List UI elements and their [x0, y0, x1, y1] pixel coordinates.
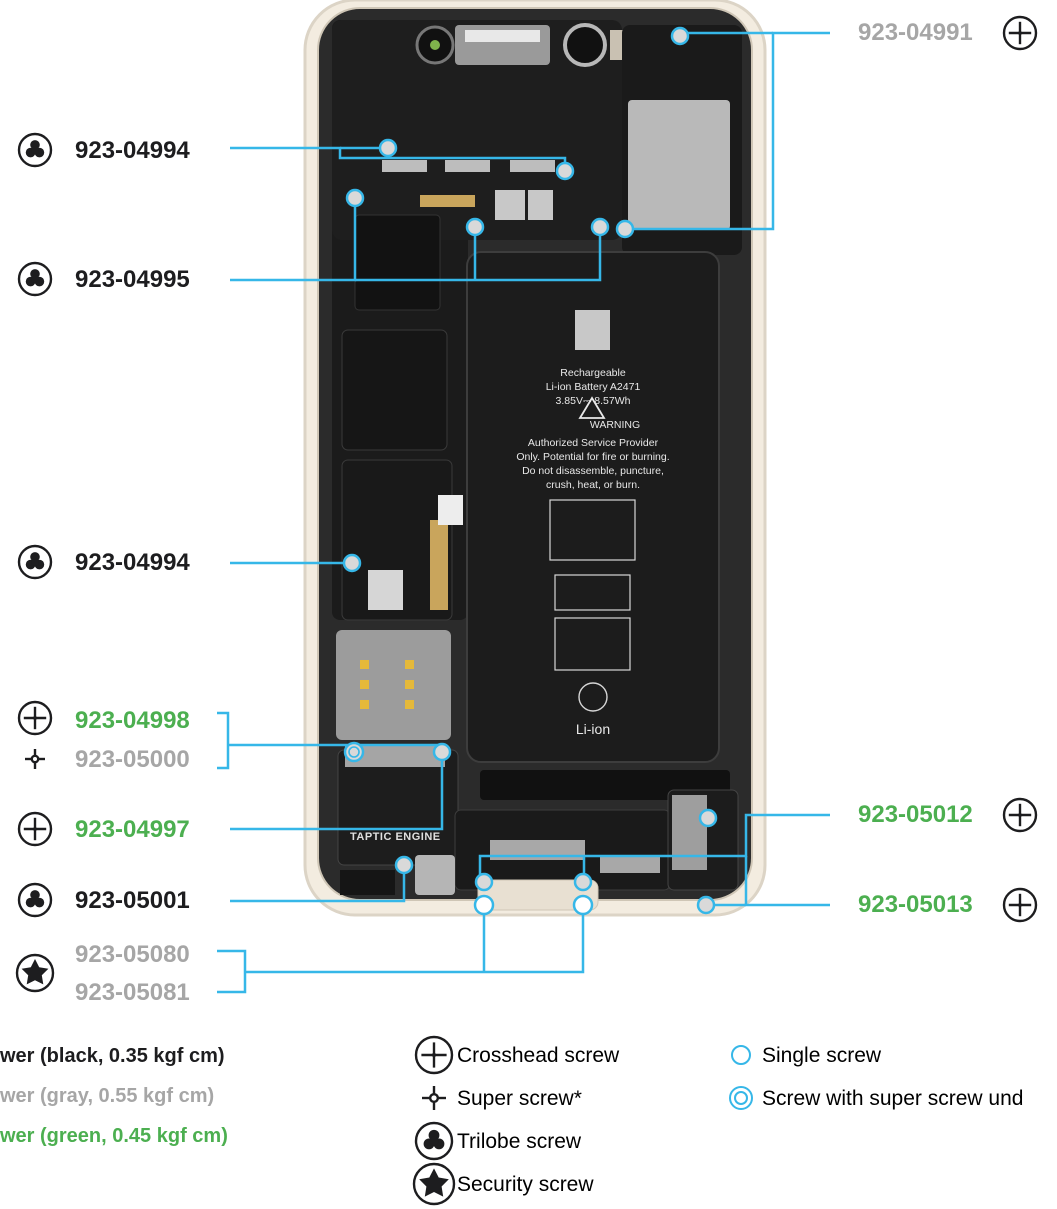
- callout-left-label: 923-04995: [75, 266, 190, 293]
- callout-left-label: 923-05081: [75, 979, 190, 1006]
- callout-line: [230, 756, 444, 831]
- callout-right-label: 923-04991: [858, 19, 973, 46]
- callout-left-label: 923-04997: [75, 816, 190, 843]
- top-board: [332, 20, 622, 240]
- battery-label-6: Do not disassemble, puncture,: [522, 465, 664, 477]
- super-screw-icon: [25, 749, 45, 769]
- battery-label-3: 3.85V⎓ 8.57Wh: [555, 395, 631, 407]
- callout-lines: [217, 31, 830, 994]
- security-screw-icon: [412, 1162, 456, 1206]
- trilobe-screw-icon: [17, 132, 53, 168]
- legend-driver-gray: wer (gray, 0.55 kgf cm): [0, 1085, 215, 1107]
- callout-left-label: 923-04994: [75, 549, 190, 576]
- legend-driver-black: wer (black, 0.35 kgf cm): [0, 1045, 225, 1067]
- trilobe-screw-icon: [414, 1121, 454, 1161]
- screw-marker: [394, 855, 414, 875]
- battery-recycle-label: Li-ion: [575, 721, 611, 737]
- screw-marker-bottom: [572, 894, 594, 916]
- screw-marker: [378, 138, 398, 158]
- screw-marker: [698, 808, 718, 828]
- screw-marker: [696, 895, 716, 915]
- callout-line: [230, 865, 406, 903]
- callout-line: [355, 227, 602, 282]
- callout-left-label: 923-05001: [75, 887, 190, 914]
- trilobe-screw-icon: [17, 882, 53, 918]
- taptic-engine-label: TAPTIC ENGINE: [350, 831, 441, 843]
- callout-left-label: 923-05080: [75, 941, 190, 968]
- callout-line: [245, 905, 585, 974]
- screw-marker-bottom: [473, 894, 495, 916]
- callout-line: [625, 31, 830, 231]
- legend-single-screw: Single screw: [762, 1044, 882, 1067]
- callout-line: [217, 949, 247, 994]
- battery-label-4: Authorized Service Provider: [527, 437, 659, 449]
- screw-marker: [345, 188, 365, 208]
- bottom-port: [477, 879, 599, 911]
- camera-lens-right: [563, 23, 607, 67]
- super-screw-icon: [422, 1086, 446, 1110]
- screw-marker: [465, 217, 485, 237]
- legend-security: Security screw: [457, 1173, 594, 1196]
- callout-icons: [15, 15, 1038, 993]
- legend-double-screw: Screw with super screw und: [762, 1087, 1024, 1110]
- crosshead-screw-icon: [17, 811, 53, 847]
- crosshead-screw-icon: [1002, 887, 1038, 923]
- callout-left-label: 923-04998: [75, 707, 190, 734]
- legend-icons: [412, 1035, 753, 1206]
- security-screw-icon: [15, 953, 55, 993]
- taptic-engine: [337, 749, 459, 866]
- double-ring-icon: [729, 1086, 753, 1110]
- screw-marker: [555, 161, 575, 181]
- battery: [466, 251, 720, 763]
- legend-super: Super screw*: [457, 1087, 582, 1110]
- lightning-bracket: [415, 855, 455, 895]
- battery-label-1: Rechargeable: [560, 367, 626, 379]
- screw-marker: [590, 217, 610, 237]
- battery-label-7: crush, heat, or burn.: [546, 479, 640, 491]
- crosshead-screw-icon: [17, 700, 53, 736]
- rf-shield: [628, 100, 730, 230]
- crosshead-screw-icon: [414, 1035, 454, 1075]
- legend-trilobe: Trilobe screw: [457, 1130, 582, 1153]
- legend-crosshead: Crosshead screw: [457, 1044, 620, 1067]
- callout-line: [217, 711, 230, 770]
- legend-driver-green: wer (green, 0.45 kgf cm): [0, 1125, 228, 1147]
- callout-left-label: 923-04994: [75, 137, 190, 164]
- battery-label-2: Li-ion Battery A2471: [545, 381, 641, 393]
- screw-marker: [615, 219, 635, 239]
- screw-marker: [474, 872, 494, 892]
- screw-marker-double: [343, 741, 365, 763]
- screw-markers: [342, 26, 718, 916]
- crosshead-screw-icon: [1002, 15, 1038, 51]
- battery-label-5: Only. Potential for fire or burning.: [516, 451, 670, 463]
- crosshead-screw-icon: [1002, 797, 1038, 833]
- screw-marker: [342, 553, 362, 573]
- single-ring-icon: [731, 1045, 751, 1065]
- callout-left-label: 923-05000: [75, 746, 190, 773]
- trilobe-screw-icon: [17, 544, 53, 580]
- callout-right-label: 923-05012: [858, 801, 973, 828]
- screw-marker: [432, 742, 452, 762]
- battery-warning: WARNING: [589, 419, 641, 431]
- callout-right-label: 923-05013: [858, 891, 973, 918]
- screw-marker: [670, 26, 690, 46]
- sim-tray: [336, 630, 451, 740]
- screw-marker: [573, 872, 593, 892]
- trilobe-screw-icon: [17, 261, 53, 297]
